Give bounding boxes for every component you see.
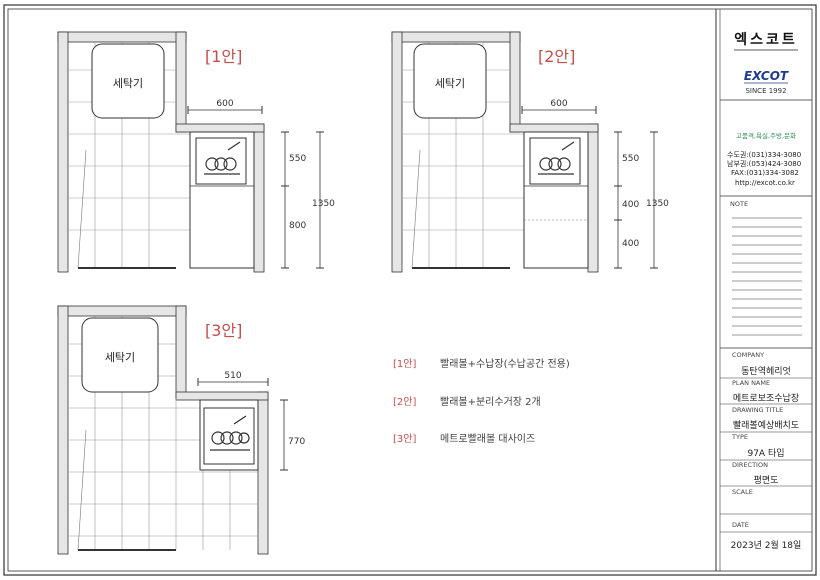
field-label: DATE bbox=[732, 521, 749, 529]
legend-tag: [1안] bbox=[393, 358, 416, 370]
laundry-bowl bbox=[195, 137, 247, 185]
since-text: SINCE 1992 bbox=[745, 87, 786, 95]
legend: [1안] 빨래볼+수납장(수납공간 전용) [2안] 빨래볼+분리수거장 2개 … bbox=[393, 358, 570, 445]
width-dimension: 510 bbox=[224, 371, 241, 381]
note-label: NOTE bbox=[730, 200, 748, 208]
legend-tag: [2안] bbox=[393, 396, 416, 408]
field-value: 빨래볼예상배치도 bbox=[733, 419, 799, 431]
field-label: DRAWING TITLE bbox=[732, 406, 783, 414]
legend-text: 빨래볼+분리수거장 2개 bbox=[440, 396, 541, 408]
sheet-inner-border bbox=[7, 8, 813, 572]
height-dimension: 400 bbox=[622, 239, 639, 249]
laundry-bowl bbox=[529, 137, 581, 185]
washer bbox=[81, 317, 159, 393]
washer-label: 세탁기 bbox=[113, 77, 143, 90]
sheet-border bbox=[3, 4, 817, 576]
contact-line: http://excot.co.kr bbox=[735, 179, 795, 187]
plan-2: 세탁기 600 550 400 400 1350 [2안] bbox=[391, 31, 669, 273]
legend-text: 메트로빨래볼 대사이즈 bbox=[440, 433, 535, 445]
slogan: 고품격,욕실,주방,문화 bbox=[736, 131, 796, 140]
laundry-bowl bbox=[203, 407, 255, 465]
washer bbox=[91, 43, 165, 119]
washer bbox=[413, 43, 487, 119]
field-label: TYPE bbox=[731, 433, 748, 441]
field-value: 2023년 2월 18일 bbox=[731, 539, 802, 551]
field-label: SCALE bbox=[732, 488, 753, 496]
height-dimension: 770 bbox=[288, 437, 305, 447]
field-value: 97A 타입 bbox=[747, 447, 784, 459]
plan-title: [3안] bbox=[205, 321, 242, 340]
height-dimension: 550 bbox=[622, 154, 639, 164]
company-logo-kr: 엑스코트 bbox=[734, 31, 798, 48]
legend-text: 빨래볼+수납장(수납공간 전용) bbox=[440, 358, 570, 370]
brand-logo: EXCOT bbox=[744, 69, 789, 83]
height-dimension: 800 bbox=[289, 221, 306, 231]
title-block: 엑스코트 EXCOT SINCE 1992 고품격,욕실,주방,문화 수도권:(… bbox=[715, 9, 812, 571]
field-label: DIRECTION bbox=[732, 461, 768, 469]
plan-title: [2안] bbox=[538, 47, 575, 66]
plan-3: 세탁기 510 770 [3안] bbox=[57, 305, 305, 555]
contact-line: 남부권:(053)424-3080 bbox=[727, 159, 801, 168]
field-value: 동탄역헤리엇 bbox=[741, 365, 791, 377]
plan-title: [1안] bbox=[205, 47, 242, 66]
width-dimension: 600 bbox=[216, 99, 233, 109]
total-height-dimension: 1350 bbox=[646, 199, 669, 209]
total-height-dimension: 1350 bbox=[312, 199, 335, 209]
field-value: 평면도 bbox=[754, 475, 779, 486]
plan-1: 세탁기 600 550 800 1350 [1안] bbox=[57, 31, 335, 273]
field-label: PLAN NAME bbox=[732, 379, 770, 387]
height-dimension: 550 bbox=[289, 154, 306, 164]
field-label: COMPANY bbox=[732, 351, 764, 359]
height-dimension: 400 bbox=[622, 200, 639, 210]
contact-line: 수도권:(031)334-3080 bbox=[727, 151, 801, 159]
field-value: 메트로보조수납장 bbox=[733, 393, 799, 404]
washer-label: 세탁기 bbox=[105, 351, 135, 364]
washer-label: 세탁기 bbox=[435, 77, 465, 90]
width-dimension: 600 bbox=[550, 99, 567, 109]
legend-tag: [3안] bbox=[393, 433, 416, 445]
contact-line: FAX:(031)334-3082 bbox=[731, 169, 799, 177]
